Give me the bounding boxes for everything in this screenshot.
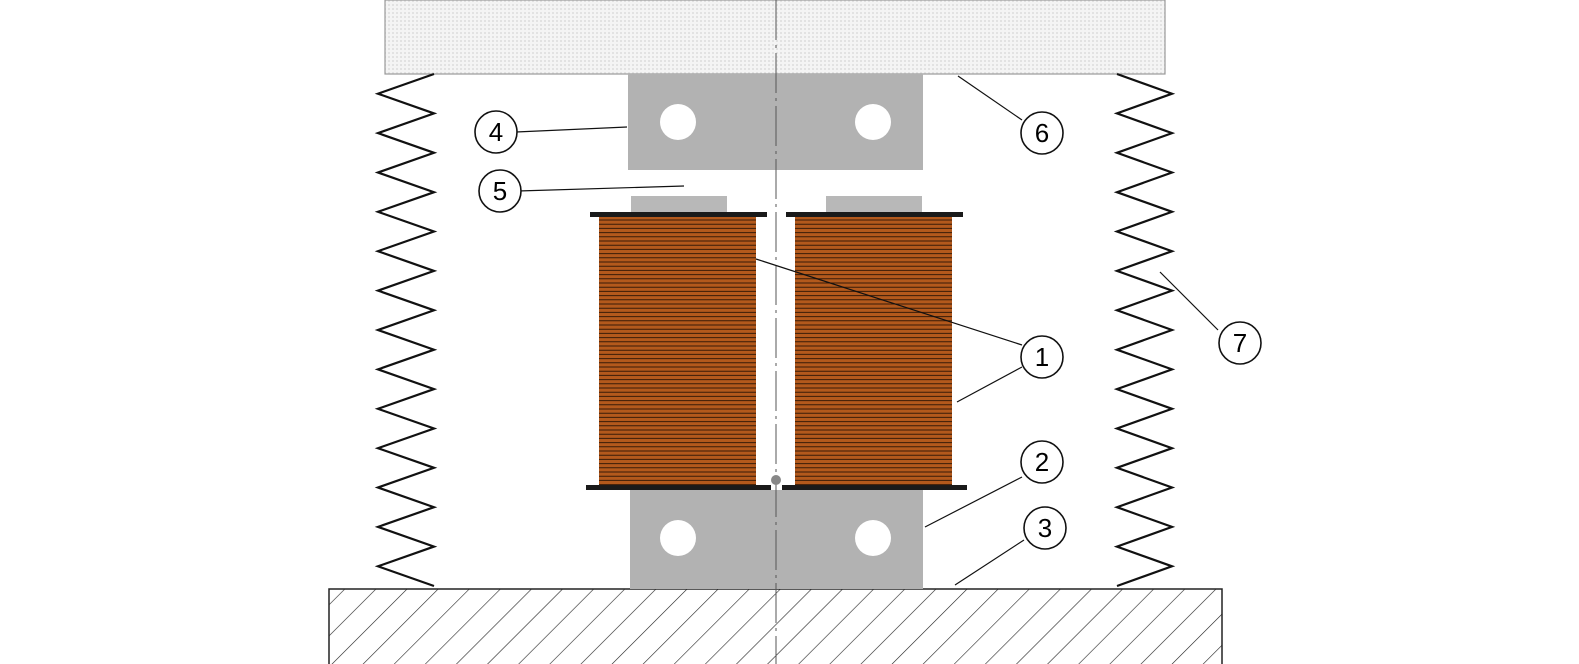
callout-2: 2 xyxy=(1020,440,1064,484)
svg-text:2: 2 xyxy=(1035,447,1049,477)
callout-3: 3 xyxy=(1023,506,1067,550)
pole-tip-right xyxy=(826,196,922,213)
svg-text:4: 4 xyxy=(489,117,503,147)
svg-text:1: 1 xyxy=(1035,342,1049,372)
coil-flange-bottom-right xyxy=(782,485,967,490)
top-plate xyxy=(384,0,1166,75)
callout-1: 1 xyxy=(1020,335,1064,379)
coil-body xyxy=(599,217,756,485)
pole-tip-left xyxy=(631,196,727,213)
svg-text:3: 3 xyxy=(1038,513,1052,543)
svg-text:6: 6 xyxy=(1035,118,1049,148)
svg-text:5: 5 xyxy=(493,176,507,206)
callout-7: 7 xyxy=(1218,321,1262,365)
coil-flange-bottom-left xyxy=(586,485,771,490)
callout-6: 6 xyxy=(1020,111,1064,155)
svg-text:7: 7 xyxy=(1233,328,1247,358)
coil-left xyxy=(599,217,756,486)
spring-right xyxy=(1113,72,1176,588)
coil-flange-top-right xyxy=(786,212,963,217)
spring-left xyxy=(374,72,438,588)
leader-lines xyxy=(515,75,1219,586)
coil-body xyxy=(795,217,952,485)
center-point xyxy=(771,475,781,485)
callout-5: 5 xyxy=(478,169,522,213)
coil-right xyxy=(795,217,952,486)
callout-4: 4 xyxy=(474,110,518,154)
coil-flange-top-left xyxy=(590,212,767,217)
